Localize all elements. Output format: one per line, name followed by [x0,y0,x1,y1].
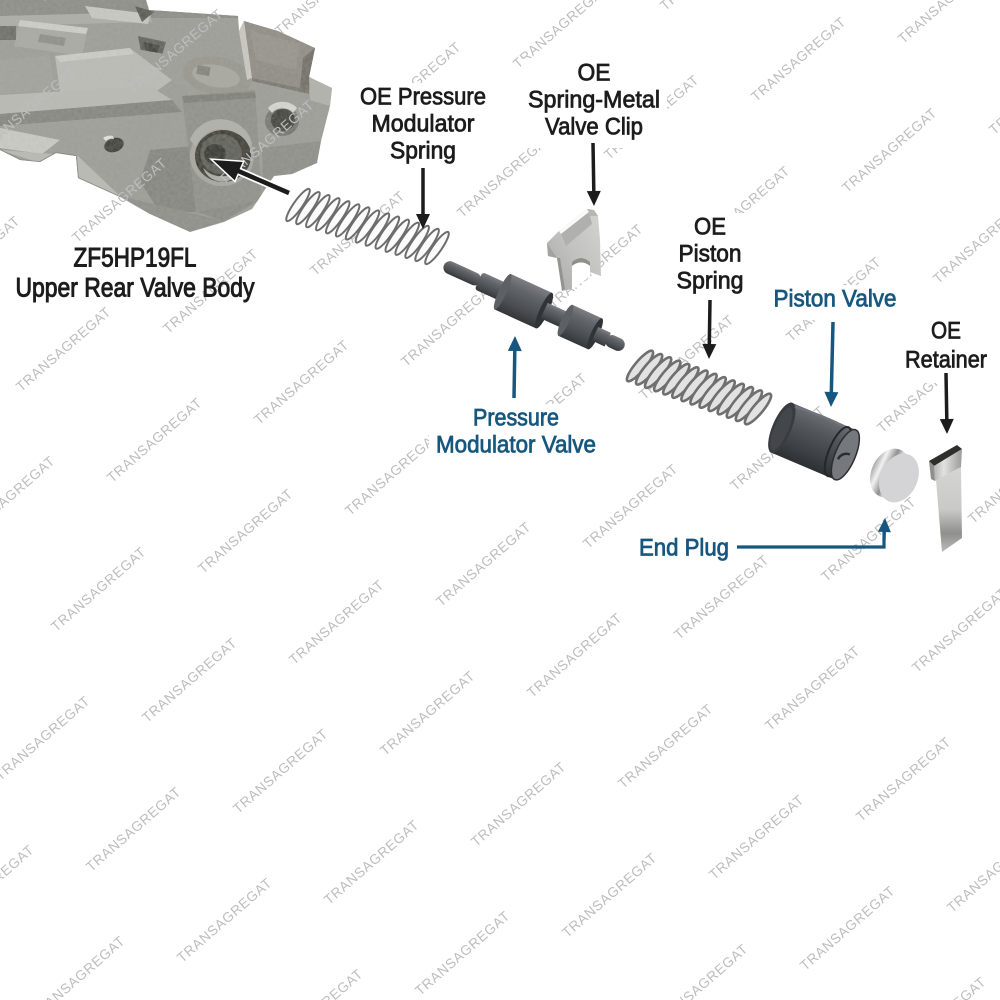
svg-text:Piston: Piston [679,241,742,268]
svg-text:Retainer: Retainer [905,347,987,374]
svg-text:Valve Clip: Valve Clip [545,114,643,141]
svg-text:Modulator Valve: Modulator Valve [436,432,596,459]
svg-text:End Plug: End Plug [639,535,729,562]
svg-text:ZF5HP19FL: ZF5HP19FL [74,242,197,272]
svg-text:Pressure: Pressure [473,405,559,432]
svg-text:Spring: Spring [677,268,744,295]
svg-text:OE: OE [931,318,961,345]
svg-text:Upper Rear Valve Body: Upper Rear Valve Body [16,272,255,302]
svg-text:OE: OE [694,214,726,241]
svg-text:Spring-Metal: Spring-Metal [528,87,660,114]
svg-text:OE Pressure: OE Pressure [360,84,486,111]
svg-text:OE: OE [578,60,611,87]
svg-text:Piston Valve: Piston Valve [774,286,897,313]
svg-text:Spring: Spring [390,138,456,165]
svg-text:Modulator: Modulator [372,111,475,138]
